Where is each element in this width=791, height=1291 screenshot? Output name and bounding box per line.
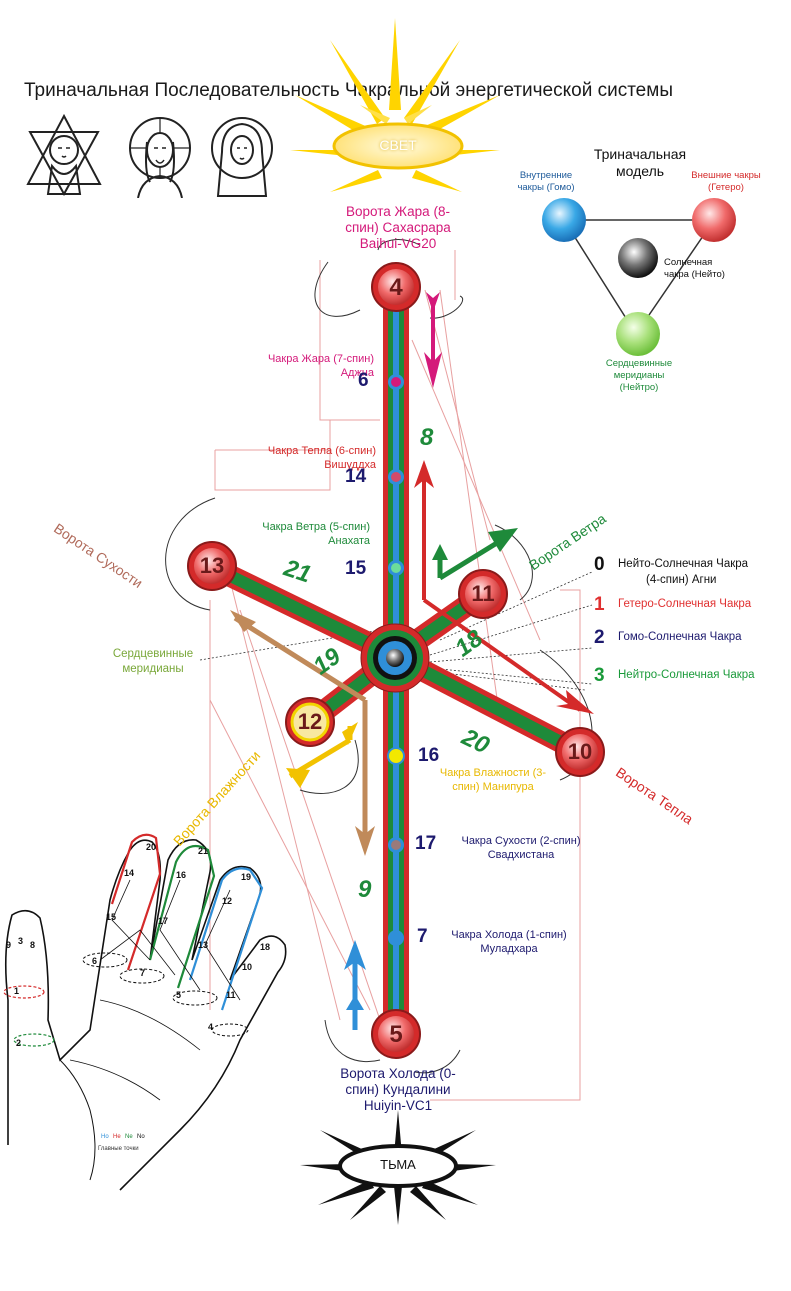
triad-model bbox=[542, 198, 736, 356]
node-bottom bbox=[371, 1009, 421, 1059]
hand-point: 18 bbox=[260, 942, 271, 952]
hand-point: 5 bbox=[176, 990, 182, 1000]
node-left-upper-number: 13 bbox=[199, 553, 225, 578]
chakra-humidity-number: 16 bbox=[418, 745, 440, 766]
thin-connection-lines bbox=[209, 250, 581, 1101]
hand-point: 8 bbox=[30, 940, 36, 950]
hand-drawing bbox=[3, 833, 287, 1191]
chakra-heat-label: Чакра Жара (7-спин)Аджна bbox=[267, 353, 374, 379]
chakra-wind-label: Чакра Ветра (5-спин)Анахата bbox=[262, 521, 370, 547]
chakra-dot-warmth bbox=[391, 472, 401, 482]
christ-icon bbox=[118, 112, 202, 199]
trinity-father-icon bbox=[22, 112, 106, 198]
hand-legend-caption: Главные точки bbox=[98, 1146, 139, 1152]
dark-burst bbox=[300, 1110, 496, 1225]
solar-hub bbox=[360, 623, 430, 693]
hand-point: 4 bbox=[208, 1022, 214, 1032]
hand-point: 6 bbox=[92, 956, 98, 966]
hand-point: 2 bbox=[16, 1038, 22, 1048]
sun-label: СВЕТ bbox=[379, 137, 417, 153]
chakra-warmth-number: 14 bbox=[345, 466, 367, 487]
hand-point: 14 bbox=[124, 868, 135, 878]
hand-point: 10 bbox=[242, 962, 253, 972]
hand-point: 1 bbox=[14, 986, 20, 996]
segment-9: 9 bbox=[358, 876, 372, 903]
hand-point: 21 bbox=[198, 846, 209, 856]
chakra-cold-number: 7 bbox=[417, 926, 428, 947]
yellow-arrow bbox=[286, 722, 358, 788]
chakra-warmth-label: Чакра Тепла (6-спин)Вишуддха bbox=[267, 445, 376, 471]
svg-text:No: No bbox=[137, 1134, 145, 1140]
chakra-dot-wind bbox=[391, 563, 401, 573]
hand-point: 7 bbox=[140, 968, 146, 978]
chakra-dot-dryness bbox=[391, 840, 401, 850]
sun-rays bbox=[290, 18, 500, 192]
node-top bbox=[371, 262, 421, 312]
node-right-lower bbox=[555, 727, 605, 777]
node-left-lower-number: 12 bbox=[297, 709, 323, 734]
svg-text:Ne: Ne bbox=[125, 1134, 133, 1140]
hand-point: 20 bbox=[146, 842, 157, 852]
svg-text:Но: Но bbox=[101, 1134, 109, 1140]
hand-point: 3 bbox=[18, 936, 24, 946]
blue-up-arrow bbox=[344, 940, 366, 1030]
virgin-mary-icon bbox=[200, 112, 284, 198]
node-right-lower-number: 10 bbox=[567, 739, 593, 764]
chakra-heat-number: 6 bbox=[358, 370, 369, 391]
dark-halo bbox=[338, 1144, 458, 1188]
segment-8: 8 bbox=[420, 424, 434, 451]
brown-arrow bbox=[230, 610, 375, 856]
hand-point: 19 bbox=[241, 872, 252, 882]
chakra-cold-label: Чакра Холода (1-спин)Муладхара bbox=[451, 929, 567, 955]
chakra-dryness-number: 17 bbox=[415, 833, 437, 854]
node-left-upper bbox=[187, 541, 237, 591]
chakra-humidity-label: Чакра Влажности (3-спин) Манипура bbox=[439, 767, 547, 793]
node-top-number: 4 bbox=[389, 274, 403, 301]
chakra-dot-heat bbox=[391, 377, 401, 387]
hand-legend-marks: Но Не Ne No bbox=[101, 1134, 145, 1140]
chakra-wind-number: 15 bbox=[345, 558, 367, 579]
diagonal-arm-upper-left bbox=[205, 556, 400, 666]
hand-point: 13 bbox=[198, 940, 209, 950]
chakra-dot-humidity bbox=[389, 749, 403, 763]
hand-point: 11 bbox=[226, 990, 236, 1000]
node-bottom-number: 5 bbox=[389, 1021, 403, 1048]
magenta-down-arrow bbox=[424, 292, 442, 388]
node-right-upper-number: 11 bbox=[471, 581, 495, 606]
diagram-title: Триначальная Последовательность Чакральн… bbox=[24, 80, 673, 101]
chakra-dryness-label: Чакра Сухости (2-спин)Свадхистана bbox=[461, 835, 581, 861]
model-outer-label: Внешние чакры(Гетеро) bbox=[691, 170, 761, 193]
hand-point: 16 bbox=[176, 870, 187, 880]
hand-point: 12 bbox=[222, 896, 233, 906]
node-left-lower bbox=[285, 697, 335, 747]
dark-label: ТЬМА bbox=[380, 1157, 416, 1172]
red-up-arrow bbox=[414, 460, 594, 714]
svg-text:Не: Не bbox=[113, 1134, 121, 1140]
hand-point: 9 bbox=[6, 940, 12, 950]
node-right-upper bbox=[458, 569, 508, 619]
sun-halo bbox=[332, 122, 464, 170]
hand-point: 15 bbox=[106, 912, 117, 922]
green-arrow bbox=[432, 528, 518, 581]
hand-point: 17 bbox=[158, 916, 169, 926]
chakra-dot-cold bbox=[388, 930, 404, 946]
